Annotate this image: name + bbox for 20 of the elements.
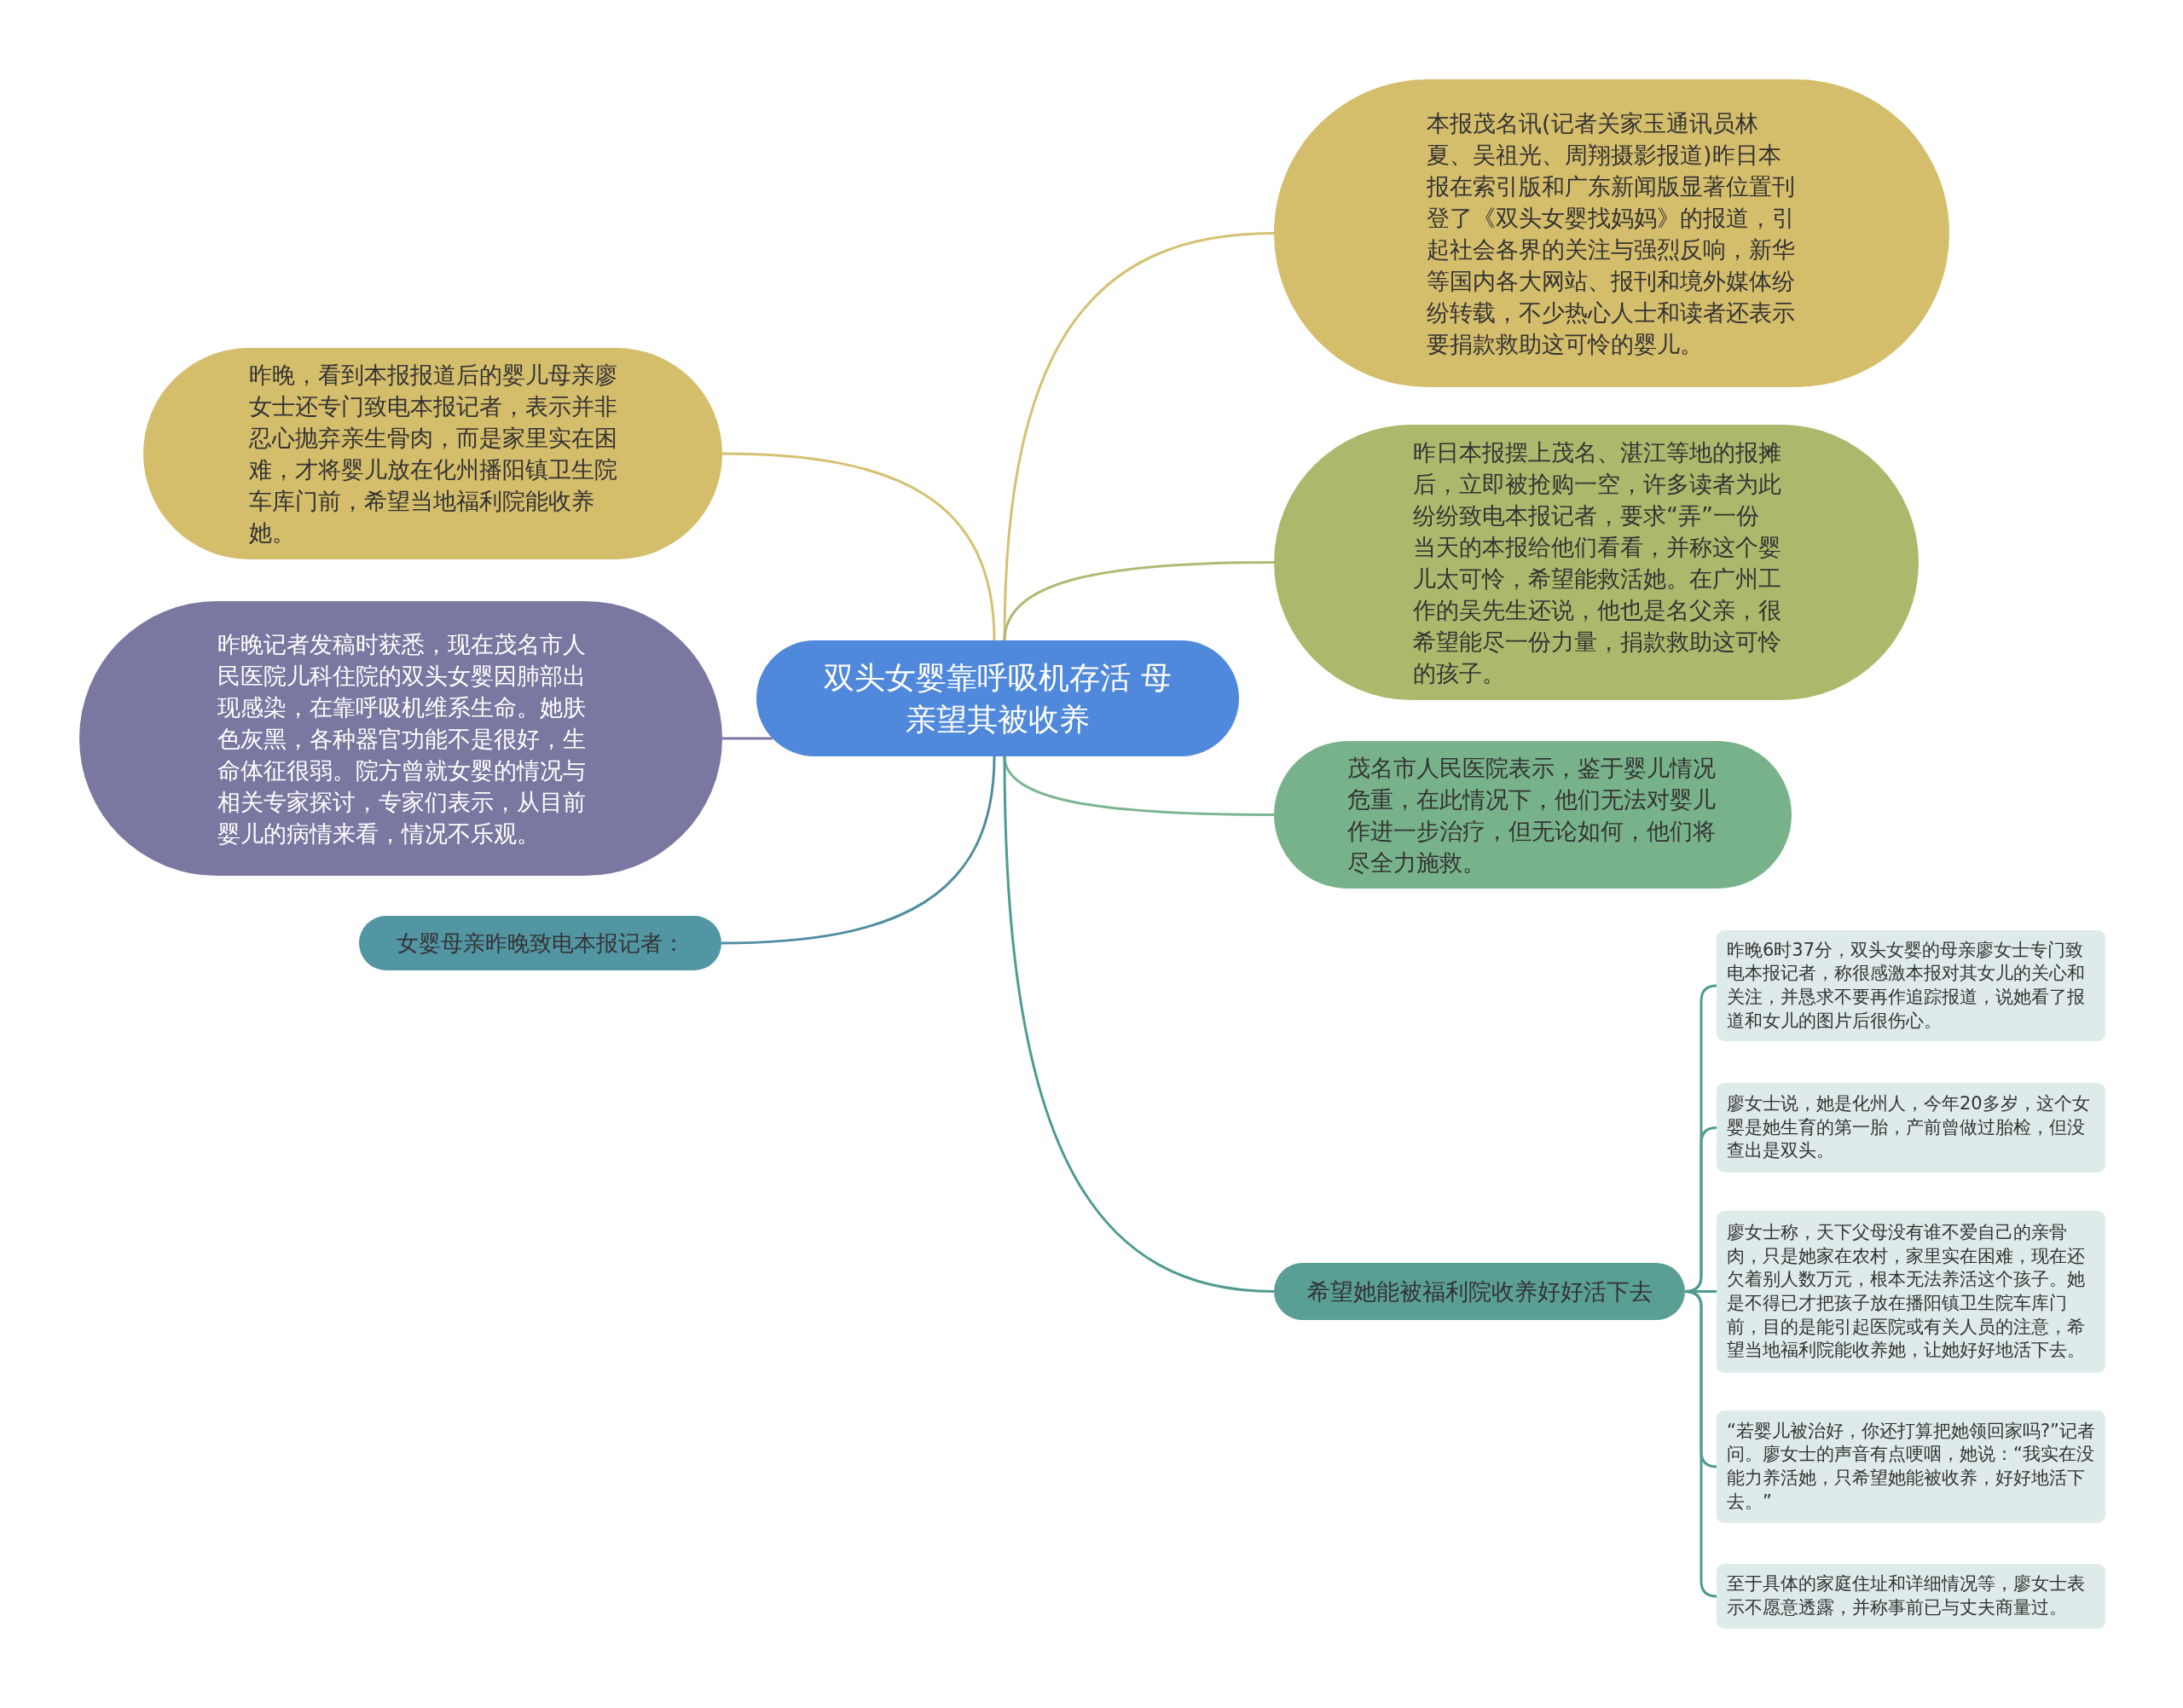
branch-pill: 昨晚，看到本报报道后的婴儿母亲廖女士还专门致电本报记者，表示并非忍心抛弃亲生骨肉，而是家里实在困难，才将婴儿放在化州播阳镇卫生院车库门前，希望当地福利院能收养她。 (143, 348, 722, 559)
note-card: 廖女士说，她是化州人，今年20多岁，这个女婴是她生育的第一胎，产前曾做过胎检，但没查出是双头。 (1717, 1083, 2105, 1172)
branch-pill: 昨日本报摆上茂名、湛江等地的报摊后，立即被抢购一空，许多读者为此纷纷致电本报记者，要求“弄”一份当天的本报给他们看看，并称这个婴儿太可怜，希望能救活她。在广州工作的吴先生还说，他也是名父亲，很希望能尽一份力量，捐款救助这可怜的孩子。 (1274, 425, 1919, 700)
note-card: “若婴儿被治好，你还打算把她领回家吗?”记者问。廖女士的声音有点哽咽，她说：“我实在没能力养活她，只希望她能被收养，好好地活下去。” (1717, 1410, 2105, 1523)
branch-pill: 本报茂名讯(记者关家玉通讯员林夏、吴祖光、周翔摄影报道)昨日本报在索引版和广东新闻版显著位置刊登了《双头女婴找妈妈》的报道，引起社会各界的关注与强烈反响，新华等国内各大网站、报刊和境外媒体纷纷转载，不少热心人士和读者还表示要捐款救助这可怜的婴儿。 (1274, 79, 1949, 387)
note-card: 昨晚6时37分，双头女婴的母亲廖女士专门致电本报记者，称很感激本报对其女儿的关心和关注，并恳求不要再作追踪报道，说她看了报道和女儿的图片后很伤心。 (1717, 930, 2105, 1041)
connector-line (721, 756, 996, 945)
topic-pill: 双头女婴靠呼吸机存活 母亲望其被收养 (756, 640, 1239, 756)
connector-line (1003, 561, 1274, 641)
connector-line (1003, 232, 1275, 641)
connector-line (722, 737, 773, 740)
connector-line (1684, 1290, 1717, 1598)
branch-pill: 昨晚记者发稿时获悉，现在茂名市人民医院儿科住院的双头女婴因肺部出现感染，在靠呼吸机维系生命。她肤色灰黑，各种器官功能不是很好，生命体征很弱。院方曾就女婴的情况与相关专家探讨，专家们表示，从目前婴儿的病情来看，情况不乐观。 (79, 601, 722, 876)
note-card: 至于具体的家庭住址和详细情况等，廖女士表示不愿意透露，并称事前已与丈夫商量过。 (1717, 1564, 2105, 1629)
connector-line (721, 452, 996, 641)
branch-pill: 女婴母亲昨晚致电本报记者： (359, 916, 721, 970)
branch-pill: 茂名市人民医院表示，鉴于婴儿情况危重，在此情况下，他们无法对婴儿作进一步治疗，但无论如何，他们将尽全力施救。 (1274, 741, 1792, 889)
connector-line (1003, 756, 1275, 1293)
note-card: 廖女士称，天下父母没有谁不爱自己的亲骨肉，只是她家在农村，家里实在困难，现在还欠着别人数万元，根本无法养活这个孩子。她是不得已才把孩子放在播阳镇卫生院车库门前，目的是能引起医院或有关人员的注意，希望当地福利院能收养她，让她好好地活下去。 (1717, 1211, 2105, 1373)
branch-pill: 希望她能被福利院收养好好活下去 (1274, 1263, 1685, 1320)
